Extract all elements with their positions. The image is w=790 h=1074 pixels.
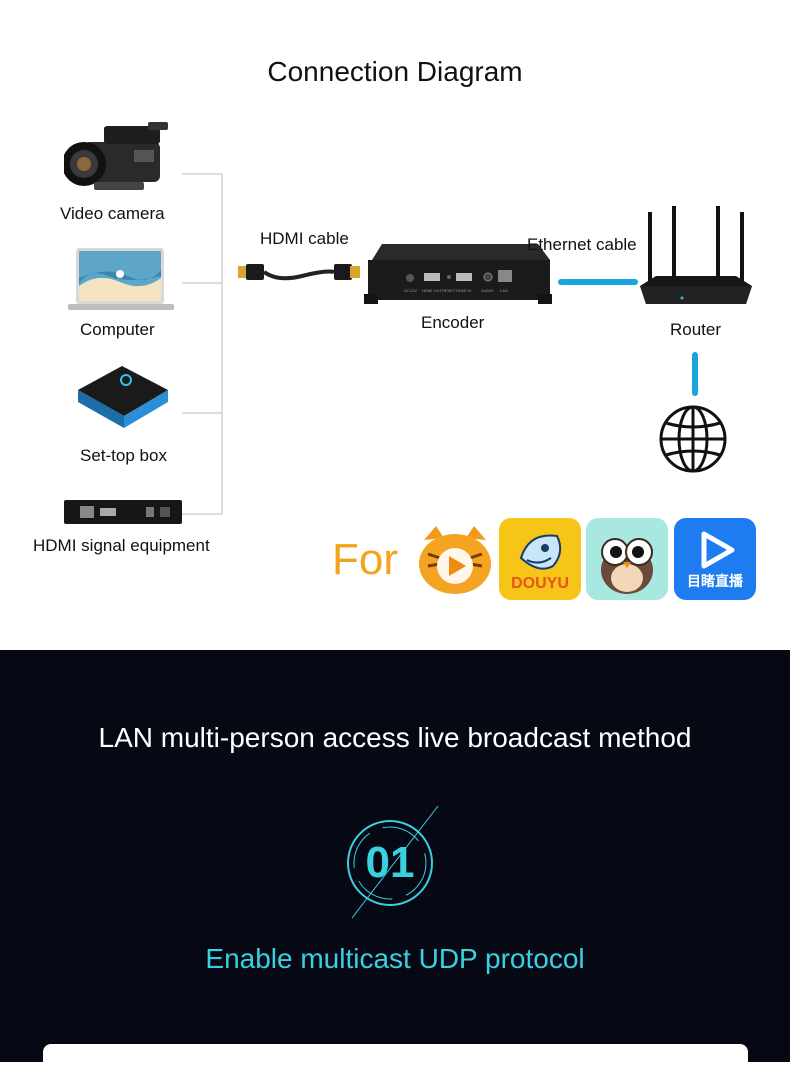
step-number-emblem: [347, 805, 439, 919]
diagram-title: Connection Diagram: [267, 56, 523, 87]
owl-app-icon[interactable]: [586, 518, 668, 600]
encoder-port-label: RESET: [442, 288, 456, 293]
source-label-set-top-box: Set-top box: [80, 446, 167, 465]
router-label: Router: [670, 320, 722, 339]
for-label: For: [332, 535, 398, 584]
step-description: Enable multicast UDP protocol: [205, 943, 585, 974]
encoder-label: Encoder: [421, 313, 485, 332]
source-label-hdmi-signal-equipment: HDMI signal equipment: [33, 536, 210, 555]
ethernet-cable-line: [558, 279, 638, 285]
source-label-computer: Computer: [80, 320, 155, 339]
hdmi-cable-icon: [238, 264, 360, 281]
connection-lines: [182, 173, 223, 515]
step-number: 01: [365, 838, 415, 887]
video-camera-icon: [64, 122, 168, 190]
source-label-video-camera: Video camera: [60, 204, 165, 223]
set-top-box-icon: [78, 366, 168, 428]
encoder-port-label: LAN: [500, 288, 508, 293]
tiger-app-icon[interactable]: [414, 518, 496, 600]
encoder-port-label: DC12V: [404, 288, 417, 293]
section-heading: LAN multi-person access live broadcast m…: [98, 722, 692, 753]
encoder-port-label: HDMI OUT: [422, 288, 442, 293]
ethernet-cable-label: Ethernet cable: [527, 235, 637, 254]
broadcast-method-section: [0, 650, 790, 1062]
douyu-app-icon[interactable]: DOUYU: [499, 518, 581, 600]
play-app-icon[interactable]: 目睹直播: [674, 518, 756, 600]
router-internet-line: [692, 352, 698, 396]
router-icon: [640, 206, 752, 304]
hdmi-cable-label: HDMI cable: [260, 229, 349, 248]
play-app-text: 目睹直播: [687, 573, 744, 590]
content-card: [43, 1044, 748, 1074]
laptop-icon: [68, 248, 174, 310]
encoder-port-label: HDMI IN: [456, 288, 471, 293]
hdmi-device-icon: [64, 500, 182, 524]
globe-icon: [659, 405, 727, 473]
encoder-device-icon: DC12V HDMI OUT RESET HDMI IN AUDIO LAN: [364, 244, 552, 304]
douyu-app-text: DOUYU: [511, 575, 569, 592]
encoder-port-label: AUDIO: [481, 288, 494, 293]
